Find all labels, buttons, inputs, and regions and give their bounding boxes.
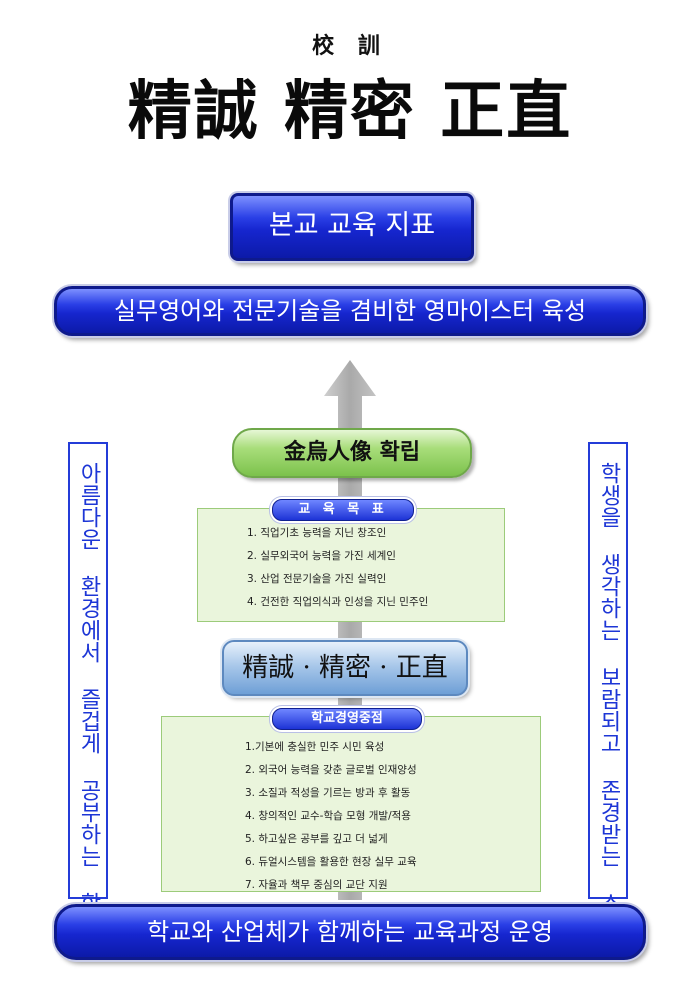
list-item: 5. 하고싶은 공부를 깊고 더 넓게 xyxy=(245,833,388,845)
right-slogan-text: 학생을 생각하는 보람되고 존경받는 스승 xyxy=(596,462,621,936)
management-focus-list: 1.기본에 충실한 민주 시민 육성 2. 외국어 능력을 갖춘 글로벌 인재양… xyxy=(245,736,417,897)
motto-banner: 精誠 · 精密 · 正直 xyxy=(222,640,468,696)
management-focus-label: 학교경영중점 xyxy=(272,708,422,730)
education-goals-label: 교 육 목 표 xyxy=(272,499,414,521)
school-motto: 精誠 精密 正直 xyxy=(127,74,573,149)
left-vertical-slogan: 아름다운 환경에서 즐겁게 공부하는 학교 xyxy=(68,442,108,936)
list-item: 3. 소질과 적성을 기르는 방과 후 활동 xyxy=(245,787,411,799)
list-item: 7. 자율과 책무 중심의 교단 지원 xyxy=(245,879,388,891)
list-item: 6. 듀얼시스템을 활용한 현장 실무 교육 xyxy=(245,856,417,868)
education-indicator-title: 본교 교육 지표 xyxy=(230,193,474,261)
left-slogan-text: 아름다운 환경에서 즐겁게 공부하는 학교 xyxy=(76,462,101,936)
list-item: 1. 직업기초 능력을 지닌 창조인 xyxy=(247,527,387,539)
motto-label: 校 訓 xyxy=(312,33,388,59)
list-item: 1.기본에 충실한 민주 시민 육성 xyxy=(245,741,385,753)
up-arrow-icon xyxy=(324,360,376,900)
education-goals-list: 1. 직업기초 능력을 지닌 창조인 2. 실무외국어 능력을 가진 세계인 3… xyxy=(247,522,428,614)
list-item: 4. 창의적인 교수-학습 모형 개발/적용 xyxy=(245,810,411,822)
education-goal-banner: 실무영어와 전문기술을 겸비한 영마이스터 육성 xyxy=(54,286,646,336)
right-vertical-slogan: 학생을 생각하는 보람되고 존경받는 스승 xyxy=(588,442,628,936)
list-item: 3. 산업 전문기술을 가진 실력인 xyxy=(247,573,387,585)
list-item: 2. 외국어 능력을 갖춘 글로벌 인재양성 xyxy=(245,764,417,776)
curriculum-banner: 학교와 산업체가 함께하는 교육과정 운영 xyxy=(54,904,646,960)
list-item: 4. 건전한 직업의식과 인성을 지닌 민주인 xyxy=(247,596,429,608)
list-item: 2. 실무외국어 능력을 가진 세계인 xyxy=(247,550,396,562)
management-focus-panel xyxy=(161,716,541,892)
ideal-person-banner: 金烏人像 확립 xyxy=(232,428,472,478)
education-goals-panel xyxy=(197,508,505,622)
